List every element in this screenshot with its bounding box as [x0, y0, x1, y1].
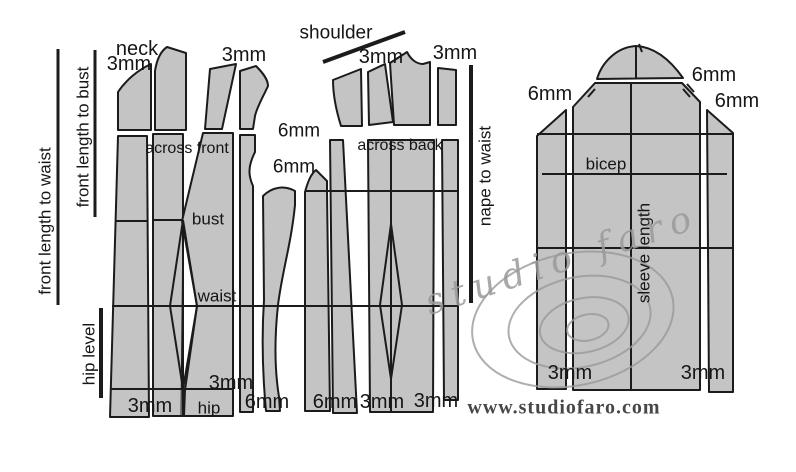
label-front-length-to-waist: front length to waist: [35, 147, 55, 295]
label-sleeve-front-hem-allowance: 3mm: [547, 362, 593, 384]
front-strip-2: [152, 133, 184, 417]
bust-line: [116, 219, 183, 222]
label-sleeve-front-underarm-allowance: 6mm: [527, 83, 573, 105]
label-bicep: bicep: [585, 154, 627, 174]
label-neck: neck: [115, 38, 159, 60]
back-shoulder-strip: [367, 63, 394, 126]
front-side-panel: [261, 186, 296, 412]
label-sleeve-cap-allowance: 6mm: [691, 64, 737, 86]
label-sleeve-back-hem-allowance: 3mm: [680, 362, 726, 384]
label-bust: bust: [191, 209, 225, 229]
label-armhole-allowance-lower: 6mm: [272, 156, 316, 178]
back-waist-dart: [378, 223, 404, 380]
label-hip-level: hip level: [79, 322, 99, 386]
front-neckline-piece: [117, 63, 152, 131]
notch-ticks: [587, 43, 695, 98]
label-across-front: across front: [145, 140, 229, 157]
sleeve-cap-piece: [596, 45, 684, 80]
watermark-url: www.studiofaro.com: [467, 396, 661, 419]
label-sleeve-back-underarm-allowance: 6mm: [714, 90, 760, 112]
label-back-neck-allowance: 3mm: [432, 42, 478, 64]
label-shoulder: shoulder: [299, 22, 373, 44]
label-front-side-allowance: 6mm: [244, 391, 290, 413]
back-cb-strip-top: [437, 67, 457, 126]
sleeve-main-panel: [572, 82, 701, 391]
front-shoulder-piece-1: [154, 46, 187, 131]
label-nape-to-waist: nape to waist: [475, 125, 495, 227]
label-front-shoulder-allowance: 3mm: [221, 44, 267, 66]
label-front-length-to-bust: front length to bust: [73, 66, 93, 208]
label-front-hem-allowance: 3mm: [127, 395, 173, 417]
sleeve-back-strip: [706, 109, 734, 393]
label-hip: hip: [197, 398, 221, 418]
back-main-panel: [367, 139, 435, 413]
label-back-side-allowance: 6mm: [312, 391, 358, 413]
label-back-shoulder-allowance: 3mm: [358, 46, 404, 68]
side-wedge-piece: [304, 169, 331, 412]
front-dart-center-line: [180, 219, 184, 417]
label-front-hip-allowance: 3mm: [208, 372, 254, 394]
label-front-neck-allowance: 3mm: [106, 53, 152, 75]
front-strip-cf: [109, 135, 150, 418]
label-across-back: across back: [357, 137, 443, 154]
watermark-spiral: [471, 250, 675, 389]
back-armhole-piece: [332, 68, 363, 127]
label-armhole-allowance-upper: 6mm: [277, 120, 321, 142]
back-neck-piece: [389, 51, 431, 126]
front-armhole-piece: [239, 65, 269, 130]
back-cb-strip: [441, 139, 459, 401]
shoulder-guide-line: [322, 30, 406, 64]
label-back-hem-allowance: 3mm: [359, 391, 405, 413]
back-strip-1: [329, 139, 358, 414]
front-strip-4: [239, 134, 256, 413]
label-waist: waist: [197, 286, 237, 306]
label-center-back-allowance: 3mm: [413, 390, 459, 412]
front-shoulder-piece-2: [204, 63, 237, 130]
front-waist-dart: [168, 219, 199, 390]
